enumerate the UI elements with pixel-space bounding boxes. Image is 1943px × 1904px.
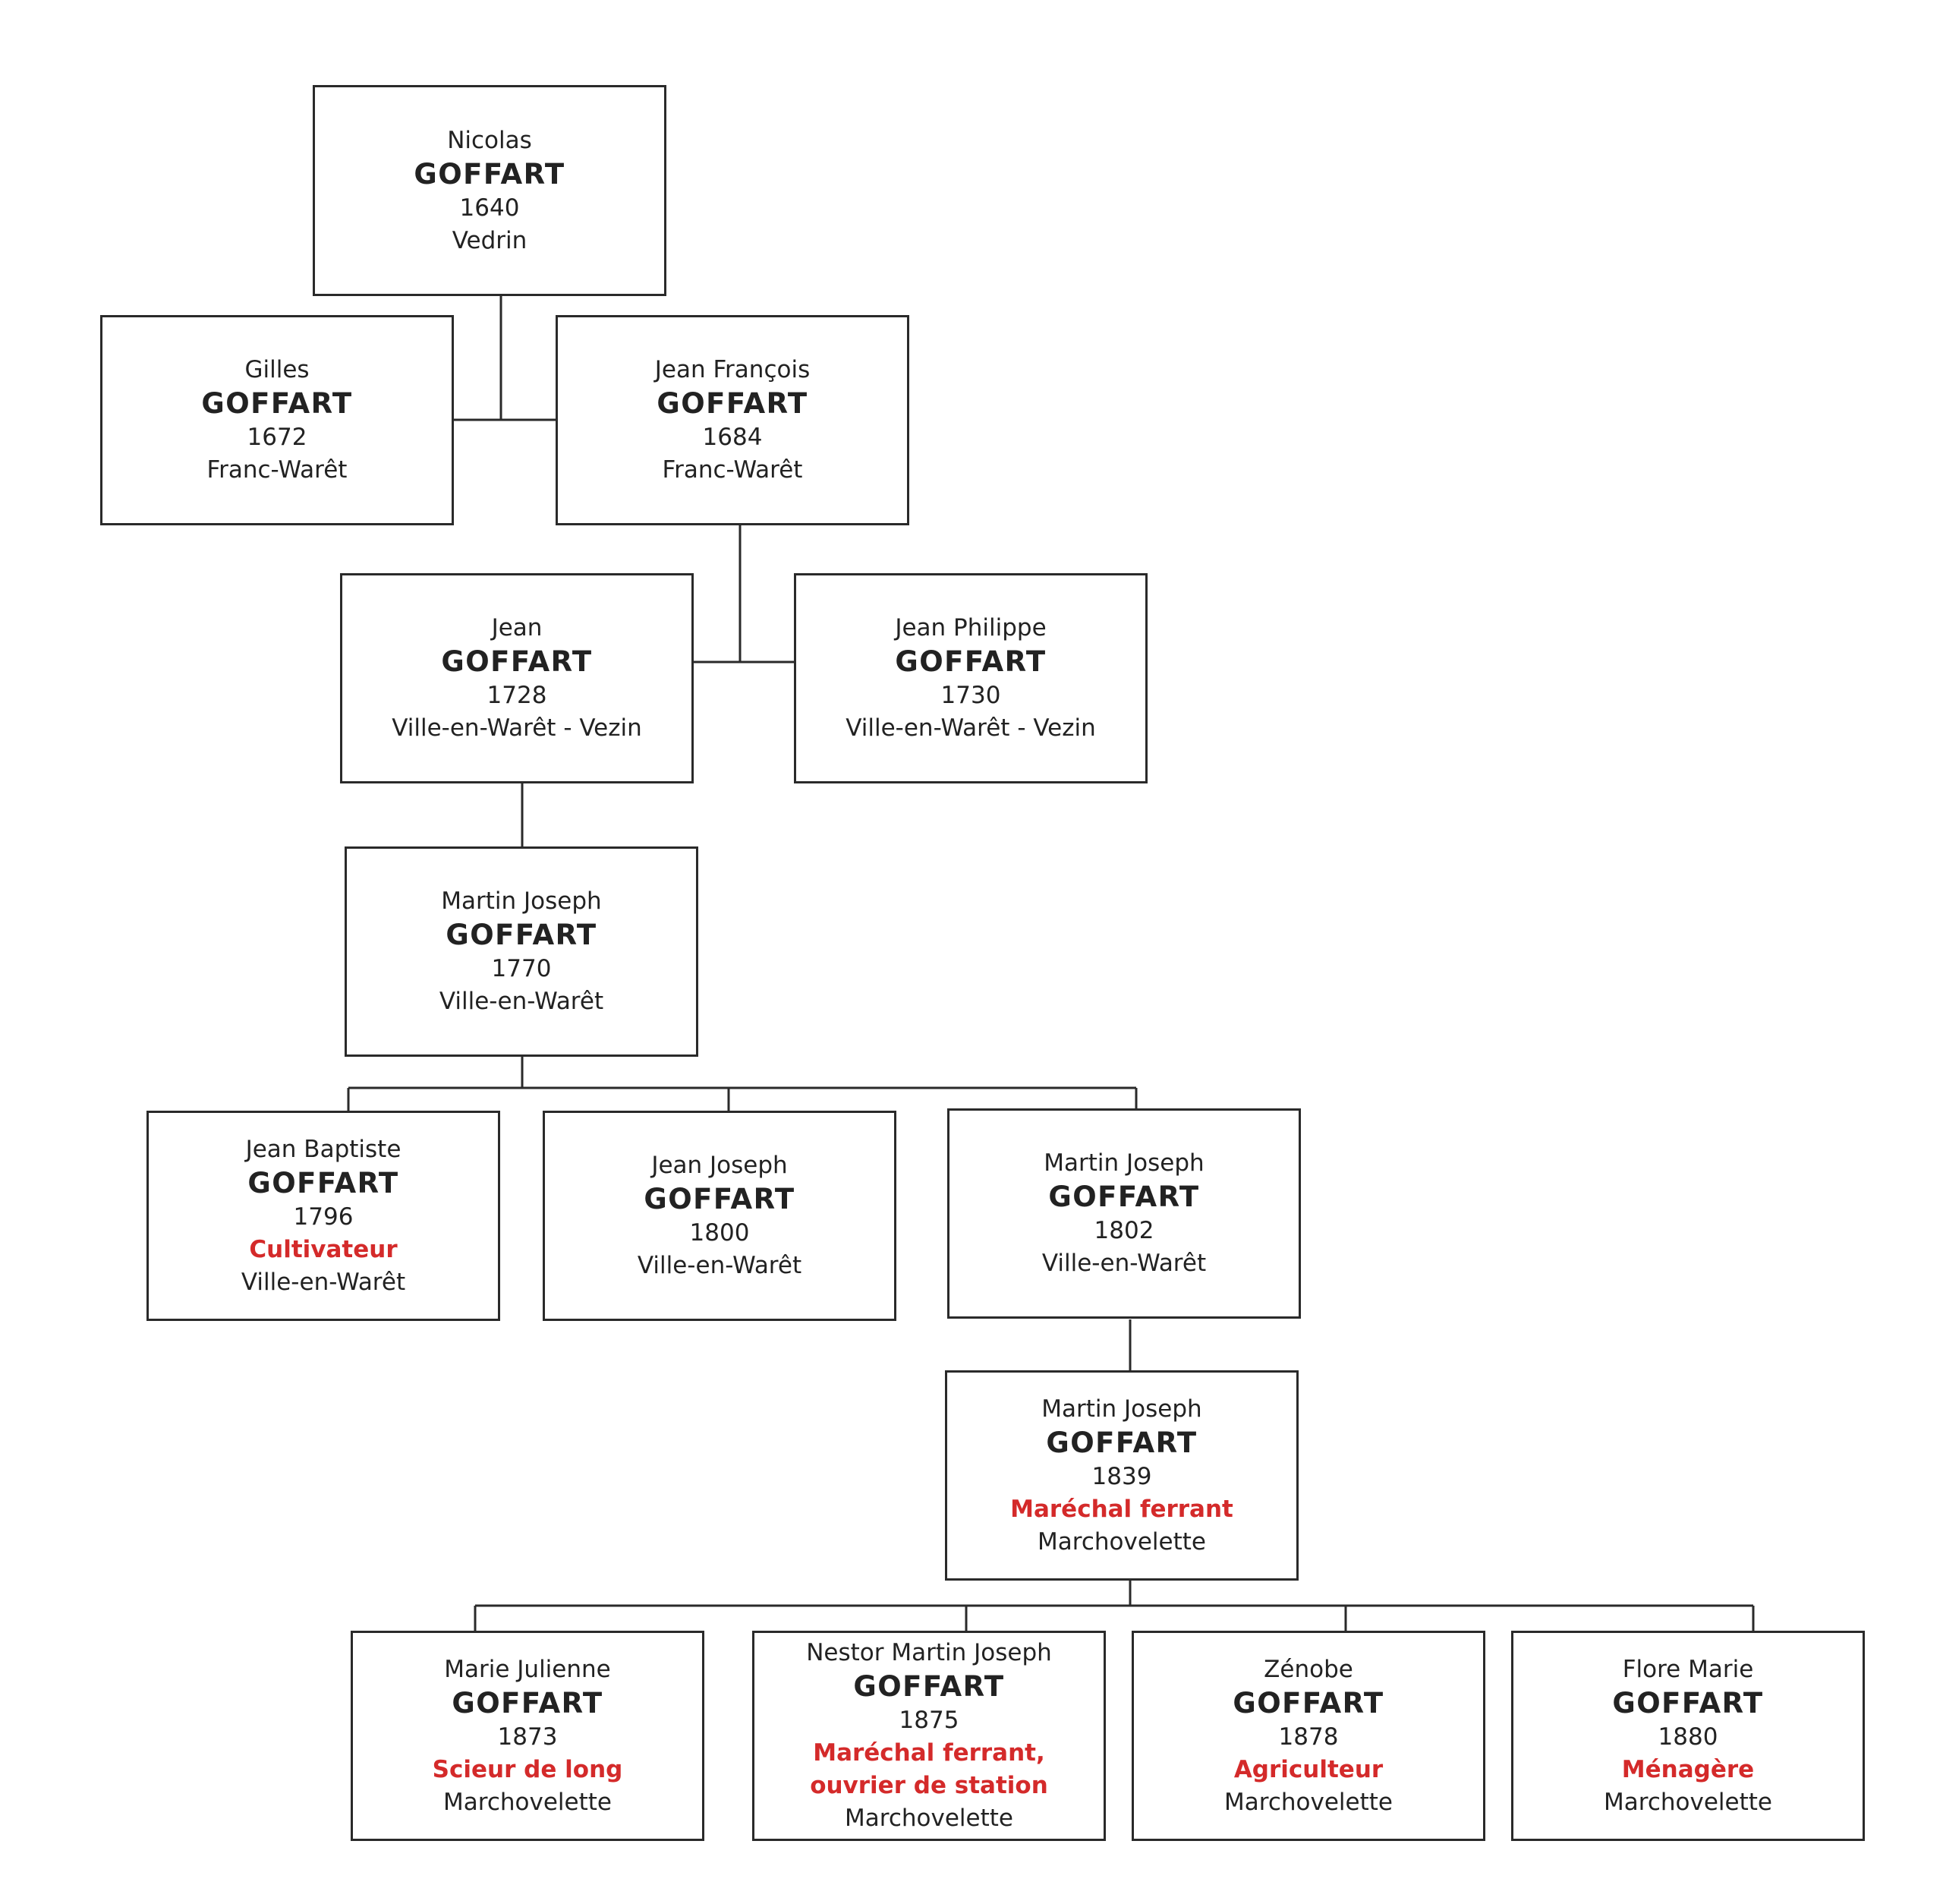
person-surname: GOFFART — [895, 645, 1047, 678]
person-surname: GOFFART — [1233, 1686, 1384, 1720]
person-year: 1728 — [487, 682, 547, 709]
person-box-martin-joseph-1802: Martin Joseph GOFFART 1802 Ville-en-Warê… — [947, 1108, 1301, 1319]
person-surname: GOFFART — [414, 157, 565, 191]
person-year: 1880 — [1658, 1723, 1718, 1751]
person-place: Ville-en-Warêt - Vezin — [392, 714, 642, 742]
person-occupation: Agriculteur — [1233, 1755, 1384, 1783]
person-box-jean-francois-1684: Jean François GOFFART 1684 Franc-Warêt — [556, 315, 909, 525]
person-box-nicolas-1640: Nicolas GOFFART 1640 Vedrin — [313, 85, 666, 296]
person-given-name: Jean — [491, 614, 543, 641]
person-place: Marchovelette — [443, 1788, 612, 1816]
person-year: 1730 — [940, 682, 1001, 709]
person-box-jean-1728: Jean GOFFART 1728 Ville-en-Warêt - Vezin — [340, 573, 694, 783]
person-given-name: Martin Joseph — [1044, 1149, 1205, 1177]
person-place: Franc-Warêt — [662, 456, 803, 484]
person-occupation: Maréchal ferrant — [1010, 1495, 1233, 1523]
person-surname: GOFFART — [201, 387, 353, 420]
person-surname: GOFFART — [452, 1686, 603, 1720]
person-surname: GOFFART — [1048, 1181, 1200, 1213]
person-given-name: Jean François — [654, 356, 811, 383]
person-year: 1873 — [497, 1723, 558, 1751]
person-box-flore-marie-1880: Flore Marie GOFFART 1880 Ménagère Marcho… — [1511, 1631, 1865, 1841]
person-given-name: Jean Joseph — [651, 1152, 788, 1179]
person-surname: GOFFART — [441, 645, 593, 678]
person-year: 1800 — [689, 1219, 750, 1247]
person-occupation: Ménagère — [1621, 1755, 1755, 1783]
person-given-name: Martin Joseph — [1041, 1395, 1202, 1423]
person-place: Ville-en-Warêt — [1041, 1250, 1207, 1277]
person-year: 1839 — [1091, 1462, 1152, 1490]
person-year: 1684 — [702, 424, 763, 451]
person-given-name: Zénobe — [1264, 1655, 1353, 1683]
person-place: Ville-en-Warêt - Vezin — [846, 714, 1096, 742]
person-surname: GOFFART — [853, 1670, 1005, 1703]
person-surname: GOFFART — [657, 387, 808, 420]
person-given-name: Gilles — [244, 356, 310, 383]
person-given-name: Martin Joseph — [441, 887, 602, 915]
person-surname: GOFFART — [446, 919, 597, 951]
person-box-jean-joseph-1800: Jean Joseph GOFFART 1800 Ville-en-Warêt — [543, 1111, 896, 1321]
person-given-name: Marie Julienne — [444, 1655, 611, 1683]
person-occupation: Scieur de long — [432, 1755, 623, 1783]
person-surname: GOFFART — [247, 1166, 399, 1199]
person-place: Ville-en-Warêt — [439, 988, 604, 1015]
person-given-name: Nicolas — [447, 126, 532, 154]
person-place: Vedrin — [452, 226, 527, 254]
person-year: 1878 — [1278, 1723, 1339, 1751]
person-box-zenobe-1878: Zénobe GOFFART 1878 Agriculteur Marchove… — [1132, 1631, 1485, 1841]
person-year: 1770 — [491, 955, 552, 982]
person-box-gilles-1672: Gilles GOFFART 1672 Franc-Warêt — [100, 315, 454, 525]
person-year: 1802 — [1094, 1217, 1154, 1244]
person-box-martin-joseph-1839: Martin Joseph GOFFART 1839 Maréchal ferr… — [945, 1370, 1299, 1581]
person-place: Marchovelette — [845, 1805, 1013, 1832]
person-place: Franc-Warêt — [206, 456, 348, 484]
person-surname: GOFFART — [1046, 1426, 1198, 1459]
person-box-marie-julienne-1873: Marie Julienne GOFFART 1873 Scieur de lo… — [351, 1631, 704, 1841]
person-box-martin-joseph-1770: Martin Joseph GOFFART 1770 Ville-en-Warê… — [345, 846, 698, 1057]
person-place: Ville-en-Warêt — [241, 1268, 406, 1296]
person-given-name: Flore Marie — [1622, 1655, 1754, 1683]
person-place: Marchovelette — [1604, 1788, 1772, 1816]
person-year: 1640 — [459, 194, 520, 222]
person-box-jean-baptiste-1796: Jean Baptiste GOFFART 1796 Cultivateur V… — [146, 1111, 500, 1321]
person-place: Marchovelette — [1038, 1527, 1206, 1556]
person-given-name: Nestor Martin Joseph — [806, 1639, 1052, 1666]
person-occupation: Maréchal ferrant, ouvrier de station — [810, 1739, 1048, 1799]
person-occupation: Cultivateur — [249, 1235, 398, 1263]
person-box-nestor-martin-joseph-1875: Nestor Martin Joseph GOFFART 1875 Maréch… — [752, 1631, 1106, 1841]
person-given-name: Jean Baptiste — [245, 1135, 402, 1163]
person-surname: GOFFART — [644, 1183, 795, 1215]
person-surname: GOFFART — [1612, 1686, 1764, 1720]
person-place: Marchovelette — [1224, 1788, 1393, 1816]
person-box-jean-philippe-1730: Jean Philippe GOFFART 1730 Ville-en-Warê… — [794, 573, 1148, 783]
person-place: Ville-en-Warêt — [637, 1252, 802, 1279]
person-year: 1796 — [293, 1203, 354, 1231]
person-year: 1875 — [899, 1707, 959, 1734]
person-year: 1672 — [247, 424, 307, 451]
person-given-name: Jean Philippe — [895, 614, 1047, 641]
